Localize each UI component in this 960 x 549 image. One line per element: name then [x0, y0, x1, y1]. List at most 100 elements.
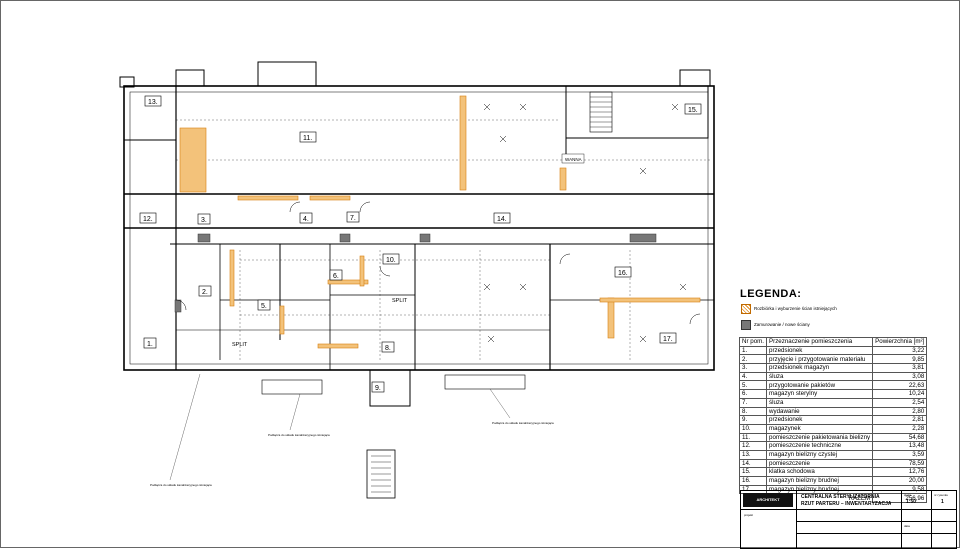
room-area: 78,59	[872, 458, 928, 469]
room-label-15: 15.	[684, 103, 702, 115]
drawing-title: RZUT PARTERU – INWENTARYZACJA	[801, 501, 892, 507]
svg-text:6.: 6.	[333, 273, 339, 280]
room-name: magazynek	[766, 423, 874, 434]
note-3: Podłącza do układu kanalizacyjnego istni…	[150, 483, 212, 487]
legend-hatch-swatch	[741, 304, 751, 314]
room-label-14: 14.	[493, 212, 511, 224]
door-swings	[175, 201, 701, 325]
svg-text:7.: 7.	[350, 215, 356, 222]
svg-text:4.: 4.	[303, 216, 309, 223]
room-name: pomieszczenie pakietowania bielizny	[766, 432, 874, 443]
room-number: 9.	[738, 415, 768, 425]
architect-logo: ARCHITEKT	[743, 493, 793, 507]
room-number: 5.	[738, 380, 768, 391]
svg-text:12.: 12.	[143, 216, 153, 223]
room-label-17: 17.	[659, 332, 677, 344]
total-label: RAZEM	[848, 494, 871, 502]
col-header-name: Przeznaczenie pomieszczenia	[766, 337, 874, 347]
room-number: 11.	[738, 432, 768, 443]
scale-value: 1:50	[906, 499, 917, 505]
room-number: 14.	[738, 458, 768, 469]
room-name: śluza	[766, 371, 874, 382]
room-area: 2,54	[872, 397, 928, 408]
table-total-row: RAZEM 256,96	[740, 493, 928, 504]
svg-text:3.: 3.	[201, 217, 207, 224]
svg-text:15.: 15.	[688, 107, 698, 114]
room-number: 12.	[738, 441, 768, 451]
room-name: pomieszczenie	[766, 458, 874, 469]
split-label-2: SPLIT	[392, 298, 408, 304]
building-walls	[119, 61, 715, 499]
room-name: przedsionek	[766, 415, 874, 425]
sheet-value: 1	[941, 499, 944, 505]
room-name: przyjęcie i przygotowanie materiału	[766, 354, 874, 365]
room-area: 13,48	[872, 441, 928, 451]
demolition-hatch	[179, 95, 701, 349]
room-name: klatka schodowa	[766, 467, 874, 477]
table-header-row: Nr pom. Przeznaczenie pomieszczenia Powi…	[738, 337, 928, 347]
room-label-2: 2.	[198, 285, 212, 297]
room-name: magazyn bielizny brudnej	[766, 476, 874, 486]
room-label-9: 9.	[371, 381, 385, 393]
room-name: przygotowanie pakietów	[766, 380, 874, 391]
room-area: 2,81	[872, 415, 928, 425]
svg-text:2.: 2.	[202, 289, 208, 296]
room-label-12: 12.	[139, 212, 157, 224]
room-area: 54,68	[872, 432, 928, 443]
scale-label: skala	[904, 493, 912, 497]
note-2: Podłącza do układu kanalizacyjnego istni…	[492, 421, 554, 425]
date-label: data	[904, 524, 910, 528]
room-area-table: Nr pom. Przeznaczenie pomieszczenia Powi…	[738, 337, 928, 504]
legend-wall-swatch	[741, 320, 751, 330]
project-title: CENTRALNA STERYLIZATORNIA	[801, 494, 880, 500]
room-number: 10.	[738, 423, 768, 434]
stage-label: projekt	[744, 513, 754, 517]
wanna-label: WANNA	[565, 157, 582, 162]
col-header-area: Powierzchnia [m²]	[872, 337, 928, 347]
sheet-label: nr rysunku	[934, 493, 949, 497]
room-number: 16.	[738, 476, 768, 486]
col-header-nr: Nr pom.	[738, 337, 768, 347]
room-area: 9,85	[872, 354, 928, 365]
room-area: 22,63	[872, 380, 928, 391]
svg-text:11.: 11.	[303, 135, 312, 142]
new-walls	[174, 233, 657, 313]
room-area: 2,28	[872, 423, 928, 434]
legend-item-new-wall: Zamurowanie / nowe ściany	[754, 322, 810, 327]
svg-text:8.: 8.	[385, 345, 391, 352]
note-1: Podłącza do układu kanalizacyjnego istni…	[268, 433, 330, 437]
room-labels: 13. 11. 15. 12. 3. 4. 7. 14. 10. 6. 16. …	[139, 95, 702, 393]
grid-lines	[176, 119, 710, 360]
room-label-4: 4.	[299, 212, 313, 224]
room-area: 3,22	[872, 345, 928, 356]
room-label-16: 16.	[614, 266, 632, 278]
room-number: 2.	[738, 354, 768, 365]
svg-text:1.: 1.	[147, 341, 153, 348]
stair-treads	[371, 96, 612, 493]
room-area: 2,80	[872, 406, 928, 417]
room-number: 3.	[738, 363, 768, 373]
title-block: ARCHITEKT CENTRALNA STERYLIZATORNIA RZUT…	[740, 490, 957, 549]
room-name: magazyn bielizny czystej	[766, 449, 874, 460]
svg-text:5.: 5.	[261, 303, 267, 310]
room-area: 3,08	[872, 371, 928, 382]
room-label-8: 8.	[381, 341, 395, 353]
room-number: 15.	[738, 467, 768, 477]
room-label-5: 5.	[257, 299, 271, 311]
room-name: śluza	[766, 397, 874, 408]
svg-text:13.: 13.	[148, 99, 158, 106]
room-number: 6.	[738, 389, 768, 399]
room-name: przedsionek magazyn	[766, 363, 874, 373]
room-number: 7.	[738, 397, 768, 408]
